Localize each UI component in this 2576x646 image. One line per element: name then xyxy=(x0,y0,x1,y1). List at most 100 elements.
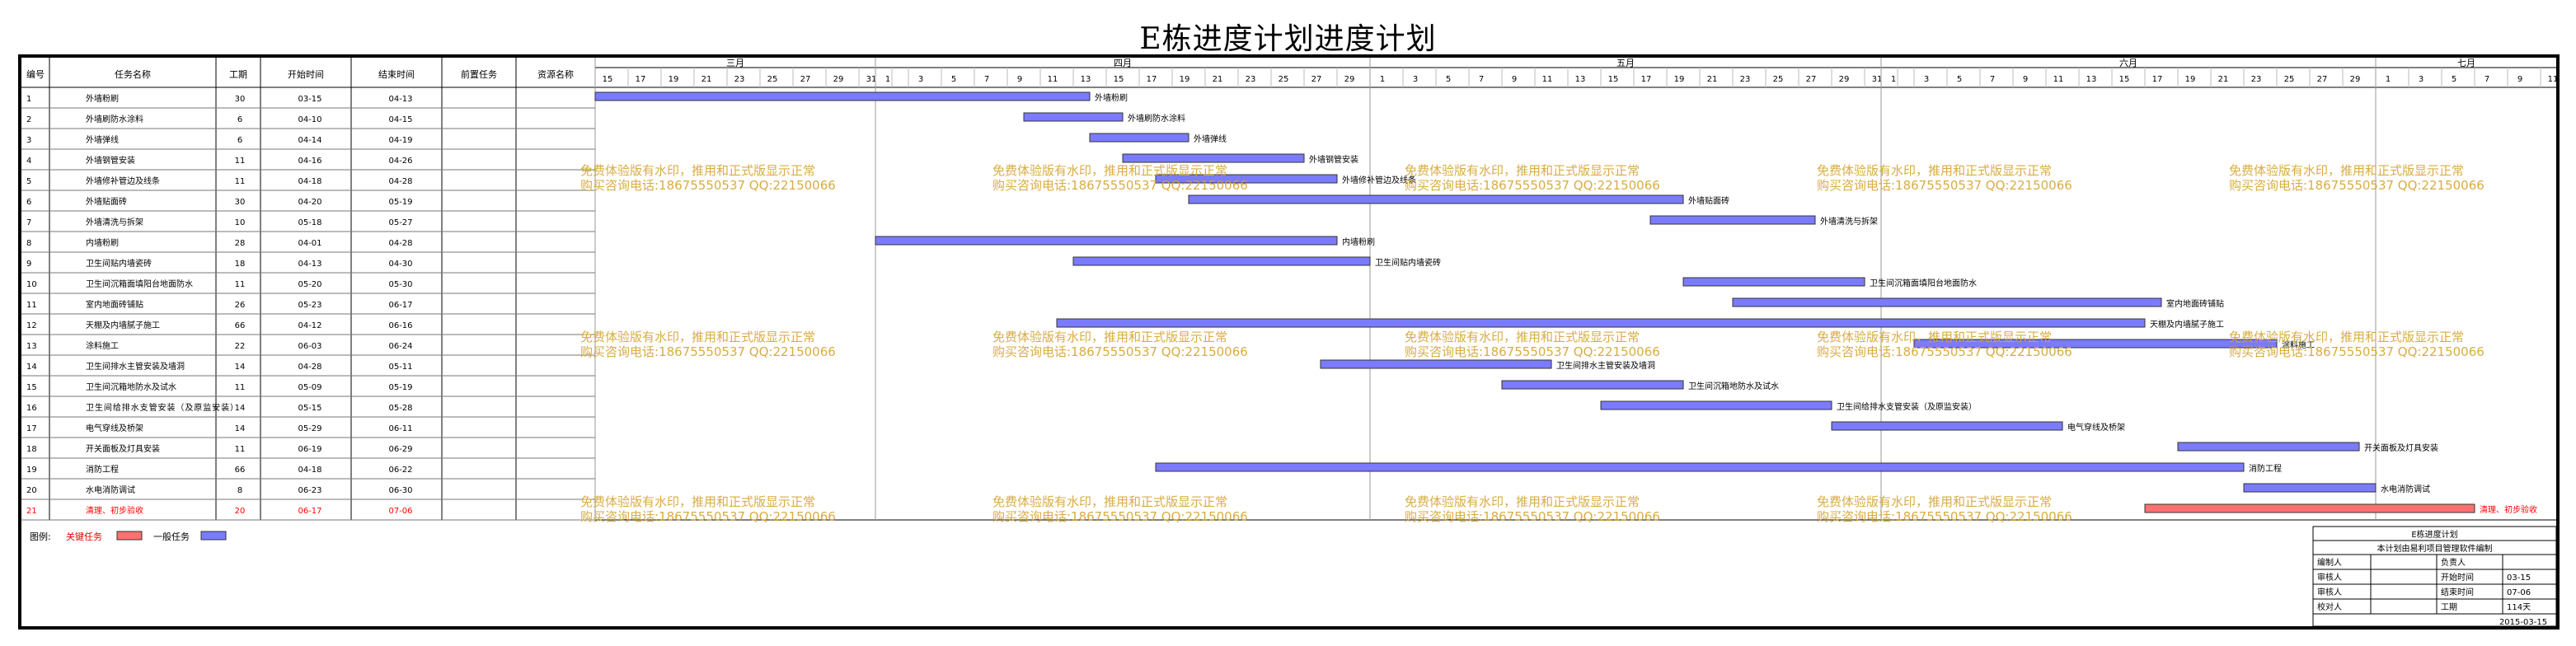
task-start: 05-20 xyxy=(298,280,321,289)
legend-label: 图例: xyxy=(30,531,51,542)
task-id: 7 xyxy=(26,218,31,227)
day-tick-label: 25 xyxy=(2284,75,2295,84)
task-duration: 14 xyxy=(235,363,246,372)
bar-label: 消防工程 xyxy=(2249,463,2282,474)
watermark-line-1: 免费体验版有水印，推用和正式版显示正常 xyxy=(580,163,816,178)
watermark-line-1: 免费体验版有水印，推用和正式版显示正常 xyxy=(580,330,816,344)
task-start: 05-09 xyxy=(298,383,321,392)
task-start: 04-20 xyxy=(298,198,321,207)
watermark-line-2: 购买咨询电话:18675550537 QQ:22150066 xyxy=(1405,178,1660,193)
column-header-wbs: 前置任务 xyxy=(461,68,497,80)
task-id: 2 xyxy=(26,115,31,124)
task-id: 21 xyxy=(26,507,37,516)
task-name: 外墙刷防水涂料 xyxy=(86,114,143,124)
day-tick-label: 17 xyxy=(2152,75,2163,84)
task-bar xyxy=(594,91,1091,101)
day-tick-label: 27 xyxy=(2317,75,2328,84)
day-tick-label: 11 xyxy=(1048,75,1058,84)
column-header-end: 结束时间 xyxy=(378,69,415,80)
day-tick-label: 1 xyxy=(885,75,890,84)
day-tick-label: 23 xyxy=(2251,75,2262,84)
watermark-line-2: 购买咨询电话:18675550537 QQ:22150066 xyxy=(1405,509,1660,524)
day-tick-label: 3 xyxy=(918,75,923,84)
info-cell: 校对人 xyxy=(2317,602,2342,612)
bar-label: 卫生间沉箱地防水及试水 xyxy=(1688,381,1779,391)
task-end: 05-11 xyxy=(388,363,412,372)
critical-task-bar xyxy=(2144,503,2475,513)
day-tick-label: 15 xyxy=(1114,75,1124,84)
task-bar xyxy=(1155,462,2245,472)
task-end: 06-22 xyxy=(388,466,412,475)
task-end: 05-28 xyxy=(388,404,412,413)
task-start: 04-18 xyxy=(298,466,321,475)
task-id: 8 xyxy=(26,239,31,248)
task-duration: 10 xyxy=(235,218,246,227)
watermark-line-1: 免费体验版有水印，推用和正式版显示正常 xyxy=(1817,163,2053,178)
day-tick-label: 9 xyxy=(2517,75,2522,84)
task-id: 15 xyxy=(26,383,37,392)
column-header-start: 开始时间 xyxy=(288,68,324,80)
info-subtitle: 本计划由易利项目管理软件编制 xyxy=(2377,543,2493,554)
task-id: 5 xyxy=(26,177,31,186)
day-tick-label: 29 xyxy=(833,75,844,84)
task-id: 11 xyxy=(26,301,37,310)
column-header-res: 资源名称 xyxy=(537,68,574,80)
column-header-id: 编号 xyxy=(26,68,45,80)
task-start: 03-15 xyxy=(298,95,321,104)
task-bar xyxy=(2243,483,2377,493)
task-start: 04-16 xyxy=(298,157,321,166)
task-name: 天棚及内墙腻子施工 xyxy=(86,320,160,330)
task-bar xyxy=(1682,277,1865,287)
watermark-line-2: 购买咨询电话:18675550537 QQ:22150066 xyxy=(1405,344,1660,359)
bar-label: 内墙粉刷 xyxy=(1342,236,1375,247)
bar-label: 外墙贴面砖 xyxy=(1688,195,1729,206)
watermark-text: 免费体验版有水印，推用和正式版显示正常购买咨询电话:18675550537 QQ… xyxy=(2229,330,2485,359)
day-tick-label: 9 xyxy=(1512,75,1517,84)
legend-normal-label: 一般任务 xyxy=(153,531,190,542)
watermark-line-1: 免费体验版有水印，推用和正式版显示正常 xyxy=(1405,163,1640,178)
watermark-text: 免费体验版有水印，推用和正式版显示正常购买咨询电话:18675550537 QQ… xyxy=(1405,494,1660,524)
task-duration: 18 xyxy=(235,260,246,269)
bar-label: 天棚及内墙腻子施工 xyxy=(2150,319,2224,330)
day-tick-label: 29 xyxy=(2350,75,2361,84)
task-id: 19 xyxy=(26,466,37,475)
info-title: E栋进度计划 xyxy=(2411,529,2457,540)
task-duration: 6 xyxy=(237,136,242,145)
task-start: 04-14 xyxy=(298,136,321,145)
bar-label: 外墙弹线 xyxy=(1194,133,1227,144)
bar-label: 电气穿线及桥架 xyxy=(2067,422,2125,433)
task-duration: 30 xyxy=(235,95,246,104)
day-tick-label: 11 xyxy=(2053,75,2064,84)
day-tick-label: 31 xyxy=(866,75,877,84)
watermark-line-1: 免费体验版有水印，推用和正式版显示正常 xyxy=(2229,163,2465,178)
day-tick-label: 11 xyxy=(1542,75,1553,84)
task-name: 内墙粉刷 xyxy=(86,237,119,248)
day-tick-label: 27 xyxy=(1311,75,1322,84)
task-end: 05-19 xyxy=(388,383,412,392)
task-name: 外墙清洗与拆架 xyxy=(86,217,143,227)
watermark-text: 免费体验版有水印，推用和正式版显示正常购买咨询电话:18675550537 QQ… xyxy=(580,494,836,524)
task-start: 05-29 xyxy=(298,424,321,433)
task-start: 05-15 xyxy=(298,404,321,413)
task-bar xyxy=(1913,339,2278,349)
bar-label: 外墙粉刷 xyxy=(1095,92,1128,103)
info-cell: 07-06 xyxy=(2507,588,2531,597)
day-tick-label: 17 xyxy=(1147,75,1157,84)
month-label: 五月 xyxy=(1616,58,1635,68)
task-end: 06-24 xyxy=(388,342,412,351)
task-name: 涂料施工 xyxy=(86,340,119,351)
watermark-line-1: 免费体验版有水印，推用和正式版显示正常 xyxy=(1817,494,2053,509)
watermark-line-1: 免费体验版有水印，推用和正式版显示正常 xyxy=(992,163,1228,178)
info-cell: 工期 xyxy=(2441,602,2457,612)
task-id: 13 xyxy=(26,342,37,351)
task-id: 3 xyxy=(26,136,31,145)
task-name: 卫生间沉箱地防水及试水 xyxy=(86,382,176,392)
task-start: 04-10 xyxy=(298,115,321,124)
task-name: 外墙贴面砖 xyxy=(86,196,127,207)
info-cell: 114天 xyxy=(2507,603,2531,612)
watermark-line-2: 购买咨询电话:18675550537 QQ:22150066 xyxy=(992,509,1248,524)
task-name: 室内地面砖铺贴 xyxy=(86,299,143,310)
day-tick-label: 5 xyxy=(2452,75,2456,84)
task-end: 04-19 xyxy=(388,136,412,145)
